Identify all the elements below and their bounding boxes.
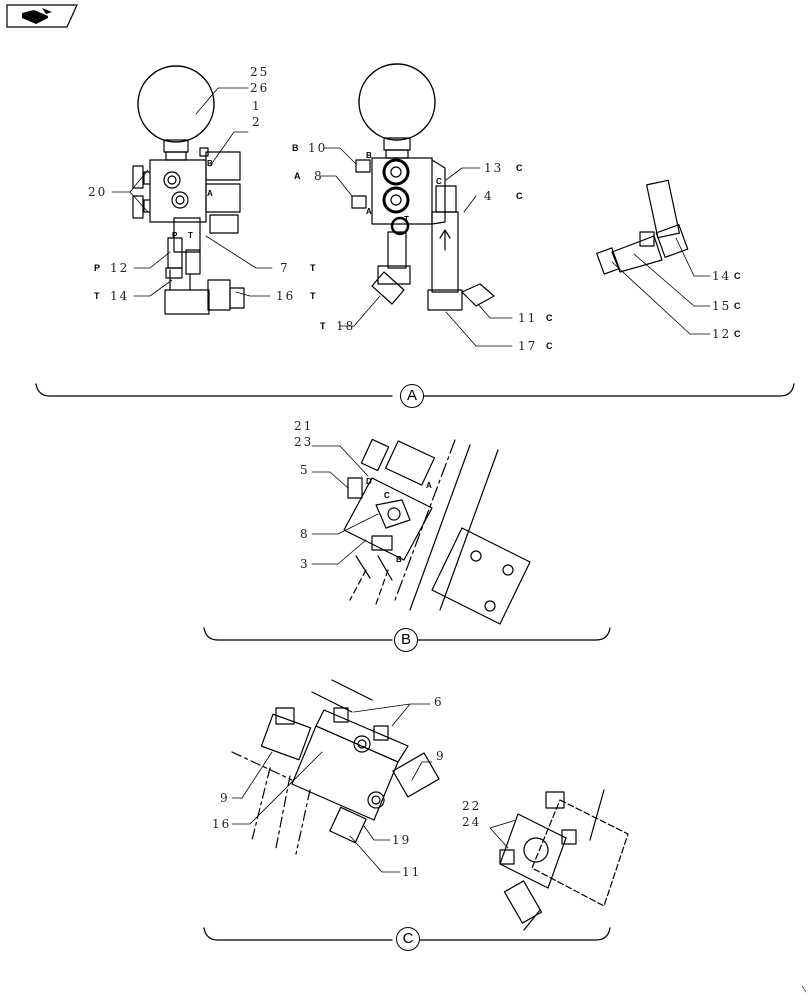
port-letter-t-mid: T <box>404 215 409 224</box>
callout-9-left: 9 <box>220 791 230 805</box>
port-letter-a: A <box>207 189 213 198</box>
view-c-bracket <box>203 927 611 941</box>
callout-12-right: 12 <box>712 327 732 341</box>
port-letter-a-b: A <box>426 481 432 490</box>
callout-20: 20 <box>88 185 108 199</box>
callout-16-left: 16 <box>276 289 296 303</box>
view-label-a: A <box>400 384 424 408</box>
callout-23: 23 <box>294 435 314 449</box>
callout-11-mid: 11 <box>518 311 538 325</box>
port-c-13: C <box>516 163 523 173</box>
callout-12-left: 12 <box>110 261 130 275</box>
callout-8-b: 8 <box>300 527 310 541</box>
callout-7: 7 <box>280 261 290 275</box>
callout-14-left: 14 <box>110 289 130 303</box>
callout-5: 5 <box>300 463 310 477</box>
port-t-18: T <box>320 321 326 331</box>
port-letter-b-b: B <box>396 555 402 564</box>
port-letter-d-b: D <box>366 477 372 486</box>
port-c-12: C <box>734 329 741 339</box>
port-letter-c-mid: C <box>436 177 442 186</box>
accumulator-sphere <box>137 65 215 143</box>
solenoid-coil <box>205 151 241 181</box>
valve-block <box>149 159 207 223</box>
valve-block-middle <box>371 157 433 225</box>
callout-10: 10 <box>308 141 328 155</box>
view-a-right-assembly <box>596 179 689 275</box>
book-arrow-icon[interactable] <box>6 4 78 28</box>
mounting-plate <box>431 527 531 625</box>
callout-3: 3 <box>300 557 310 571</box>
valve-block-b <box>343 477 433 561</box>
callout-13: 13 <box>484 161 504 175</box>
view-b-assembly <box>343 438 531 625</box>
callout-25: 25 <box>250 65 270 79</box>
port-c-4: C <box>516 191 523 201</box>
callout-1: 1 <box>252 99 262 113</box>
port-p-12: P <box>94 263 101 273</box>
callout-17: 17 <box>518 339 538 353</box>
port-t-14: T <box>94 291 100 301</box>
view-c-left-assembly <box>231 679 440 855</box>
port-letter-b-mid: B <box>366 151 372 160</box>
callout-22: 22 <box>462 799 482 813</box>
view-a-middle-assembly <box>351 63 495 311</box>
callout-4: 4 <box>484 189 494 203</box>
callout-14-right: 14 <box>712 269 732 283</box>
view-a-left-assembly <box>132 65 245 315</box>
callout-21: 21 <box>294 419 314 433</box>
callout-9-right: 9 <box>436 749 446 763</box>
view-label-b: B <box>394 628 418 652</box>
callout-11-c: 11 <box>402 865 422 879</box>
callout-26: 26 <box>250 81 270 95</box>
view-b-bracket <box>203 627 611 641</box>
port-letter-a-mid: A <box>366 207 372 216</box>
port-t-7: T <box>310 263 316 273</box>
port-a-8: A <box>294 171 301 181</box>
port-t-16: T <box>310 291 316 301</box>
callout-2: 2 <box>252 115 262 129</box>
port-c-11: C <box>546 313 553 323</box>
callout-6: 6 <box>434 695 444 709</box>
leader-lines <box>111 87 711 873</box>
callout-15: 15 <box>712 299 732 313</box>
port-b-10: B <box>292 143 299 153</box>
port-c-15: C <box>734 301 741 311</box>
accumulator-sphere-middle <box>358 63 436 141</box>
port-letter-b: B <box>207 159 213 168</box>
port-letter-t: T <box>188 231 193 240</box>
callout-19: 19 <box>392 833 412 847</box>
port-c-14: C <box>734 271 741 281</box>
port-letter-c-b: C <box>384 491 390 500</box>
callout-16-c: 16 <box>212 817 232 831</box>
callout-18: 18 <box>336 319 356 333</box>
callout-24: 24 <box>462 815 482 829</box>
view-c-right-assembly <box>499 789 629 931</box>
callout-8-mid: 8 <box>314 169 324 183</box>
view-label-c: C <box>396 927 420 951</box>
port-letter-p: P <box>172 231 178 240</box>
view-a-bracket <box>35 383 795 397</box>
port-c-17: C <box>546 341 553 351</box>
